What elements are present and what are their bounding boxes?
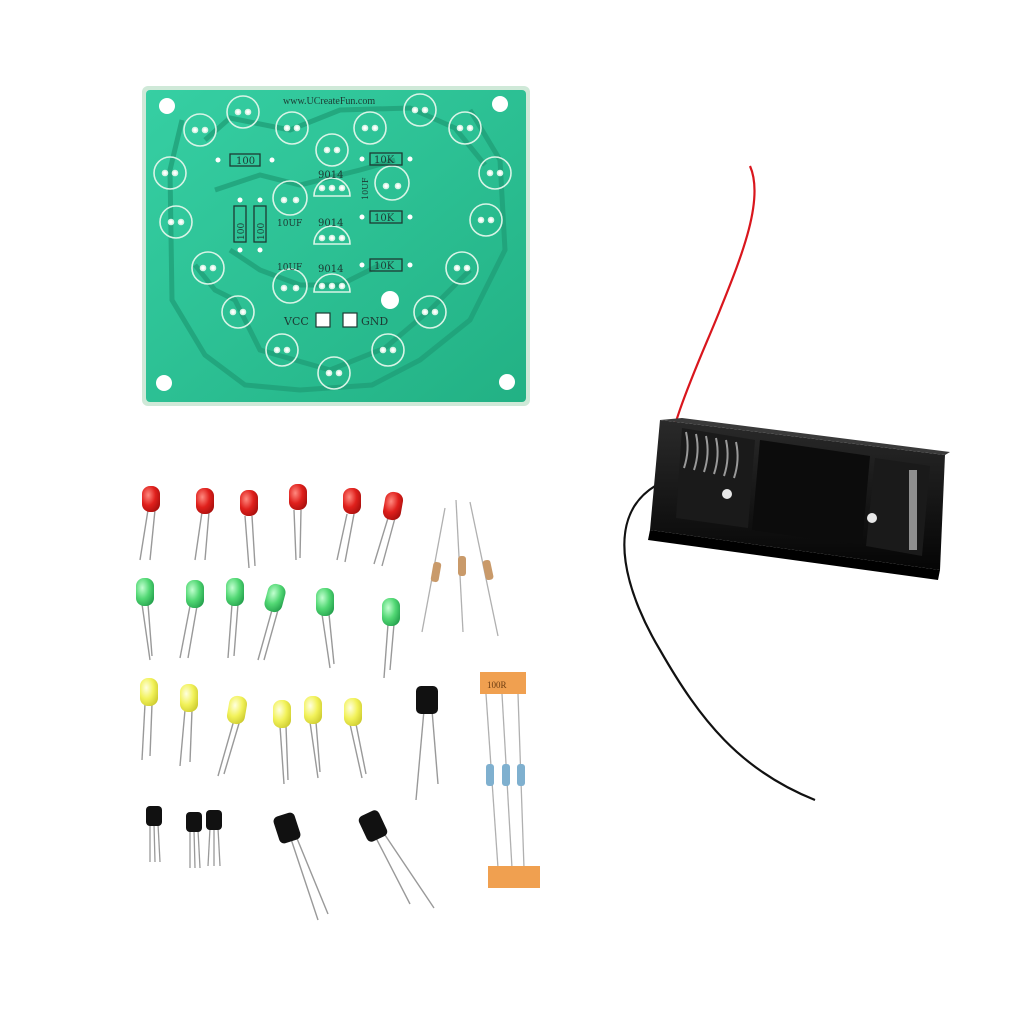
transistor-label: 9014 [318,264,343,275]
led-footprint [469,203,503,237]
led-footprint [403,93,437,127]
mounting-holes [156,96,515,391]
led-yellow [179,684,198,767]
led-footprint [183,113,217,147]
led-yellow [273,700,291,785]
led-red [194,488,214,561]
led-green [316,588,335,669]
pcb-url: www.UCreateFun.com [283,96,375,107]
mounting-hole [499,374,515,390]
led-red [139,486,160,561]
component-footprints [272,165,410,304]
led-red [289,484,307,561]
resistor-label: 10K [374,261,395,272]
transistor-footprint [313,177,351,197]
black-wire [623,485,816,802]
capacitor-footprint [374,165,410,201]
led-footprint [478,156,512,190]
led-footprint [315,133,349,167]
resistor-label: 10K [374,213,395,224]
capacitor-label: 10UF [277,219,302,229]
mounting-hole [156,375,172,391]
transistor [146,806,162,863]
resistor-label: 100 [236,156,255,167]
led-footprint [159,205,193,239]
capacitor-footprint [272,268,308,304]
led-green [136,578,154,661]
led-footprint [265,333,299,367]
vcc-label: VCC [283,315,309,328]
led-green [226,578,244,659]
pcb-board: www.UCreateFun.com 100 100 100 10K 10K 1… [142,86,530,406]
led-yellow [304,696,322,779]
mounting-hole [159,98,175,114]
led-footprint [353,111,387,145]
resistor-label: 10K [374,155,395,166]
loose-resistors [421,499,499,637]
led-footprint [191,251,225,285]
capacitor [273,812,329,921]
green-leds [136,578,400,679]
center-hole [381,291,399,309]
transistors [146,806,222,869]
led-green [257,583,286,661]
led-footprint [317,356,351,390]
capacitor-label: 10UF [361,177,370,200]
resistor-footprint [369,210,403,224]
resistor-footprint [229,153,261,167]
capacitor-label: 10UF [277,263,302,273]
gnd-pad [342,312,358,328]
led-footprint [371,333,405,367]
led-footprint [445,251,479,285]
transistor-footprint [313,225,351,245]
resistor-strip-label: 100R [487,680,507,690]
red-leds [139,484,404,569]
spring-contact [683,431,739,479]
led-yellow [344,698,367,779]
led-footprint [448,111,482,145]
vcc-pad [315,312,331,328]
transistor [206,810,222,867]
capacitor-footprint [272,180,308,216]
led-footprint [221,295,255,329]
resistor-tape-strip: 100R [480,672,540,888]
capacitor [358,810,435,909]
led-footprint [226,95,260,129]
yellow-leds [140,678,367,785]
gnd-label: GND [361,315,388,328]
resistor-footprints [229,152,403,272]
led-footprint [413,295,447,329]
led-yellow [140,678,158,761]
transistor [186,812,202,869]
resistor-label: 100 [237,223,247,240]
transistor-label: 9014 [318,170,343,181]
resistor-label: 100 [257,223,267,240]
transistor-label: 9014 [318,218,343,229]
capacitor [415,686,439,801]
led-red [240,490,258,569]
transistor-footprint [313,273,351,293]
battery-holder [623,165,950,802]
resistor [482,559,494,581]
resistor [430,561,442,583]
led-green [382,598,400,679]
led-green [179,580,204,659]
led-footprints [153,93,512,390]
electrolytic-capacitors [273,686,439,921]
led-red [336,488,361,563]
resistor-footprint [233,205,247,243]
mounting-hole [492,96,508,112]
resistor-footprint [369,258,403,272]
resistor-footprint [253,205,267,243]
led-footprint [153,156,187,190]
led-yellow [217,695,248,777]
resistor-footprint [369,152,403,166]
resistor [458,556,466,576]
led-footprint [275,111,309,145]
led-red [373,491,404,567]
